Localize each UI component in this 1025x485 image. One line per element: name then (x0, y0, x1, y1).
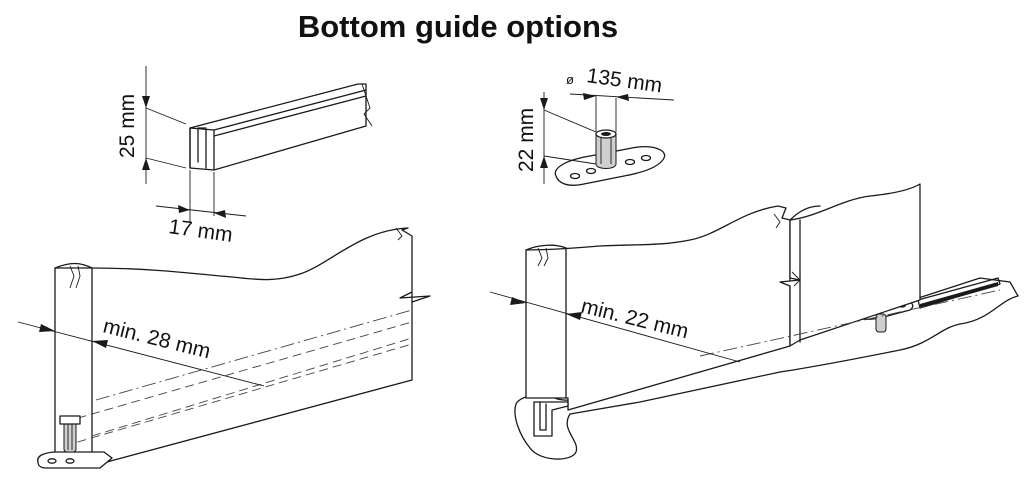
floor-guide-diameter-label: 135 mm (585, 64, 663, 97)
diagram-title: Bottom guide options (298, 9, 618, 44)
guide-rail-panel: min. 28 mm (17, 227, 431, 469)
floor-guide-detail: ø 135 mm 22 mm (515, 64, 675, 186)
rail-height-label: 25 mm (116, 94, 139, 158)
rail-width-label: 17 mm (167, 215, 234, 247)
diameter-symbol: ø (566, 72, 574, 87)
guide-rail-detail: 25 mm 17 mm (116, 66, 373, 247)
floor-guide-panel: min. 22 mm (489, 183, 1019, 460)
floor-guide-height-label: 22 mm (515, 108, 538, 172)
